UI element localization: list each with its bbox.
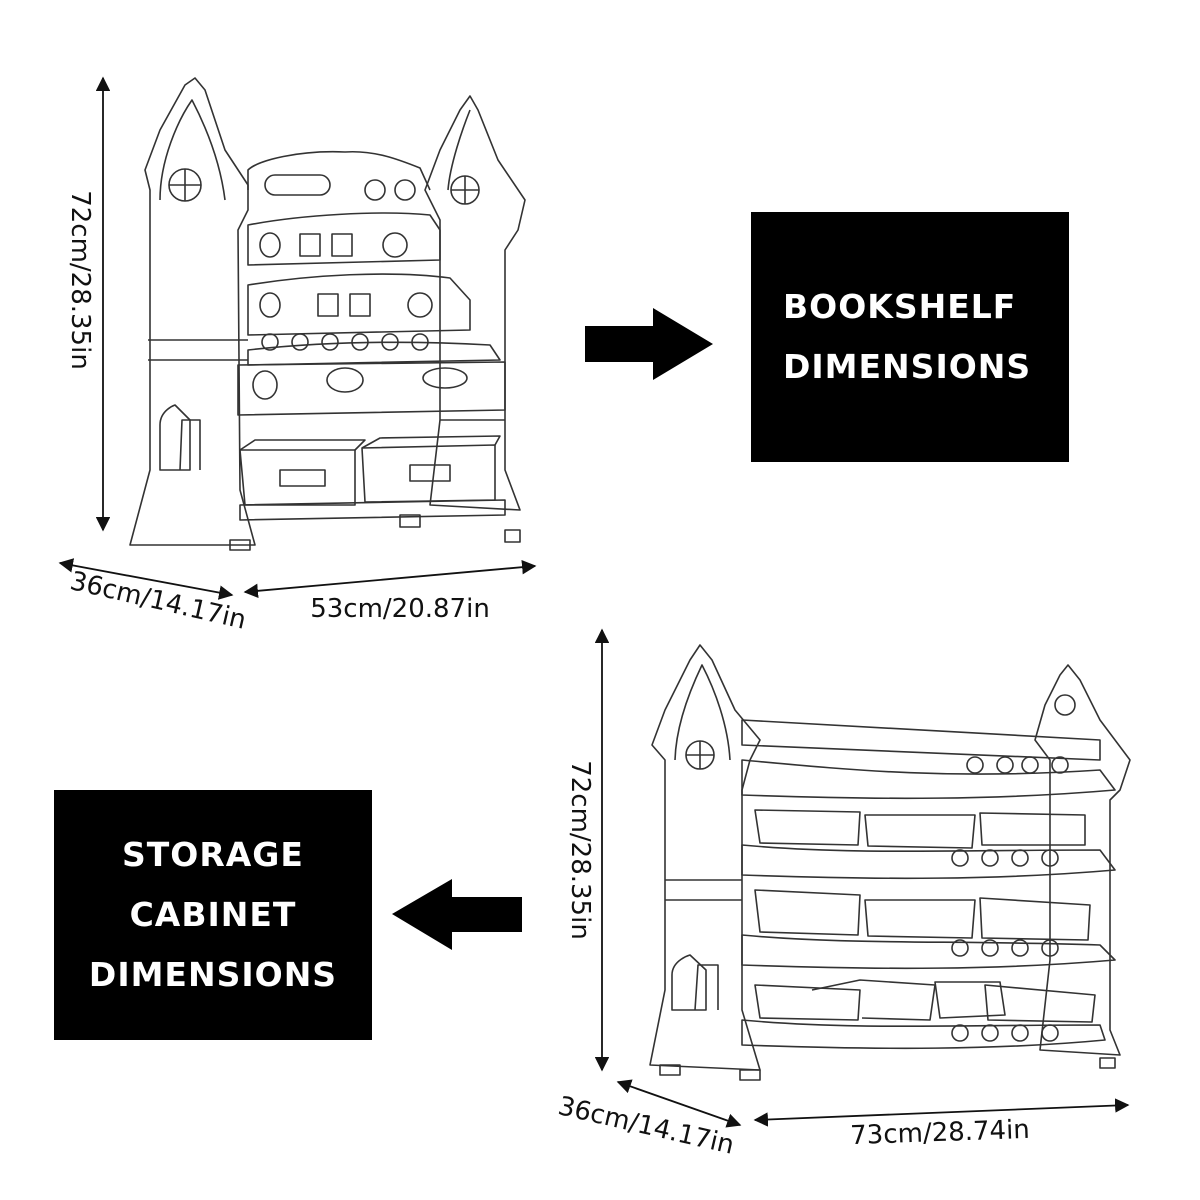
storage-cabinet-illustration bbox=[649, 644, 1131, 1081]
cabinet-depth-line bbox=[616, 1079, 742, 1128]
cabinet-width-label: 73cm/28.74in bbox=[849, 1114, 1031, 1152]
cabinet-dimension-lines bbox=[594, 628, 1130, 1128]
storage-label-line-2: CABINET bbox=[129, 895, 297, 934]
bookshelf-width-label: 53cm/20.87in bbox=[310, 594, 490, 624]
bookshelf-label-line-1: BOOKSHELF bbox=[783, 287, 1017, 326]
bookshelf-label-line-2: DIMENSIONS bbox=[783, 347, 1032, 386]
bookshelf-dimension-lines bbox=[58, 76, 537, 600]
storage-label-line-1: STORAGE bbox=[122, 835, 304, 874]
bookshelf-width-line bbox=[243, 559, 537, 599]
arrow-left-icon bbox=[392, 879, 522, 950]
arrow-right-icon bbox=[585, 308, 713, 380]
bookshelf-height-label: 72cm/28.35in bbox=[65, 190, 95, 370]
cabinet-height-label: 72cm/28.35in bbox=[565, 760, 595, 940]
bookshelf-depth-line bbox=[58, 558, 234, 600]
bookshelf-illustration bbox=[129, 77, 526, 551]
cabinet-width-line bbox=[753, 1098, 1130, 1127]
storage-cabinet-label-box: STORAGE CABINET DIMENSIONS bbox=[54, 790, 372, 1040]
bookshelf-label-box: BOOKSHELF DIMENSIONS bbox=[751, 212, 1069, 462]
storage-label-line-3: DIMENSIONS bbox=[88, 955, 338, 994]
